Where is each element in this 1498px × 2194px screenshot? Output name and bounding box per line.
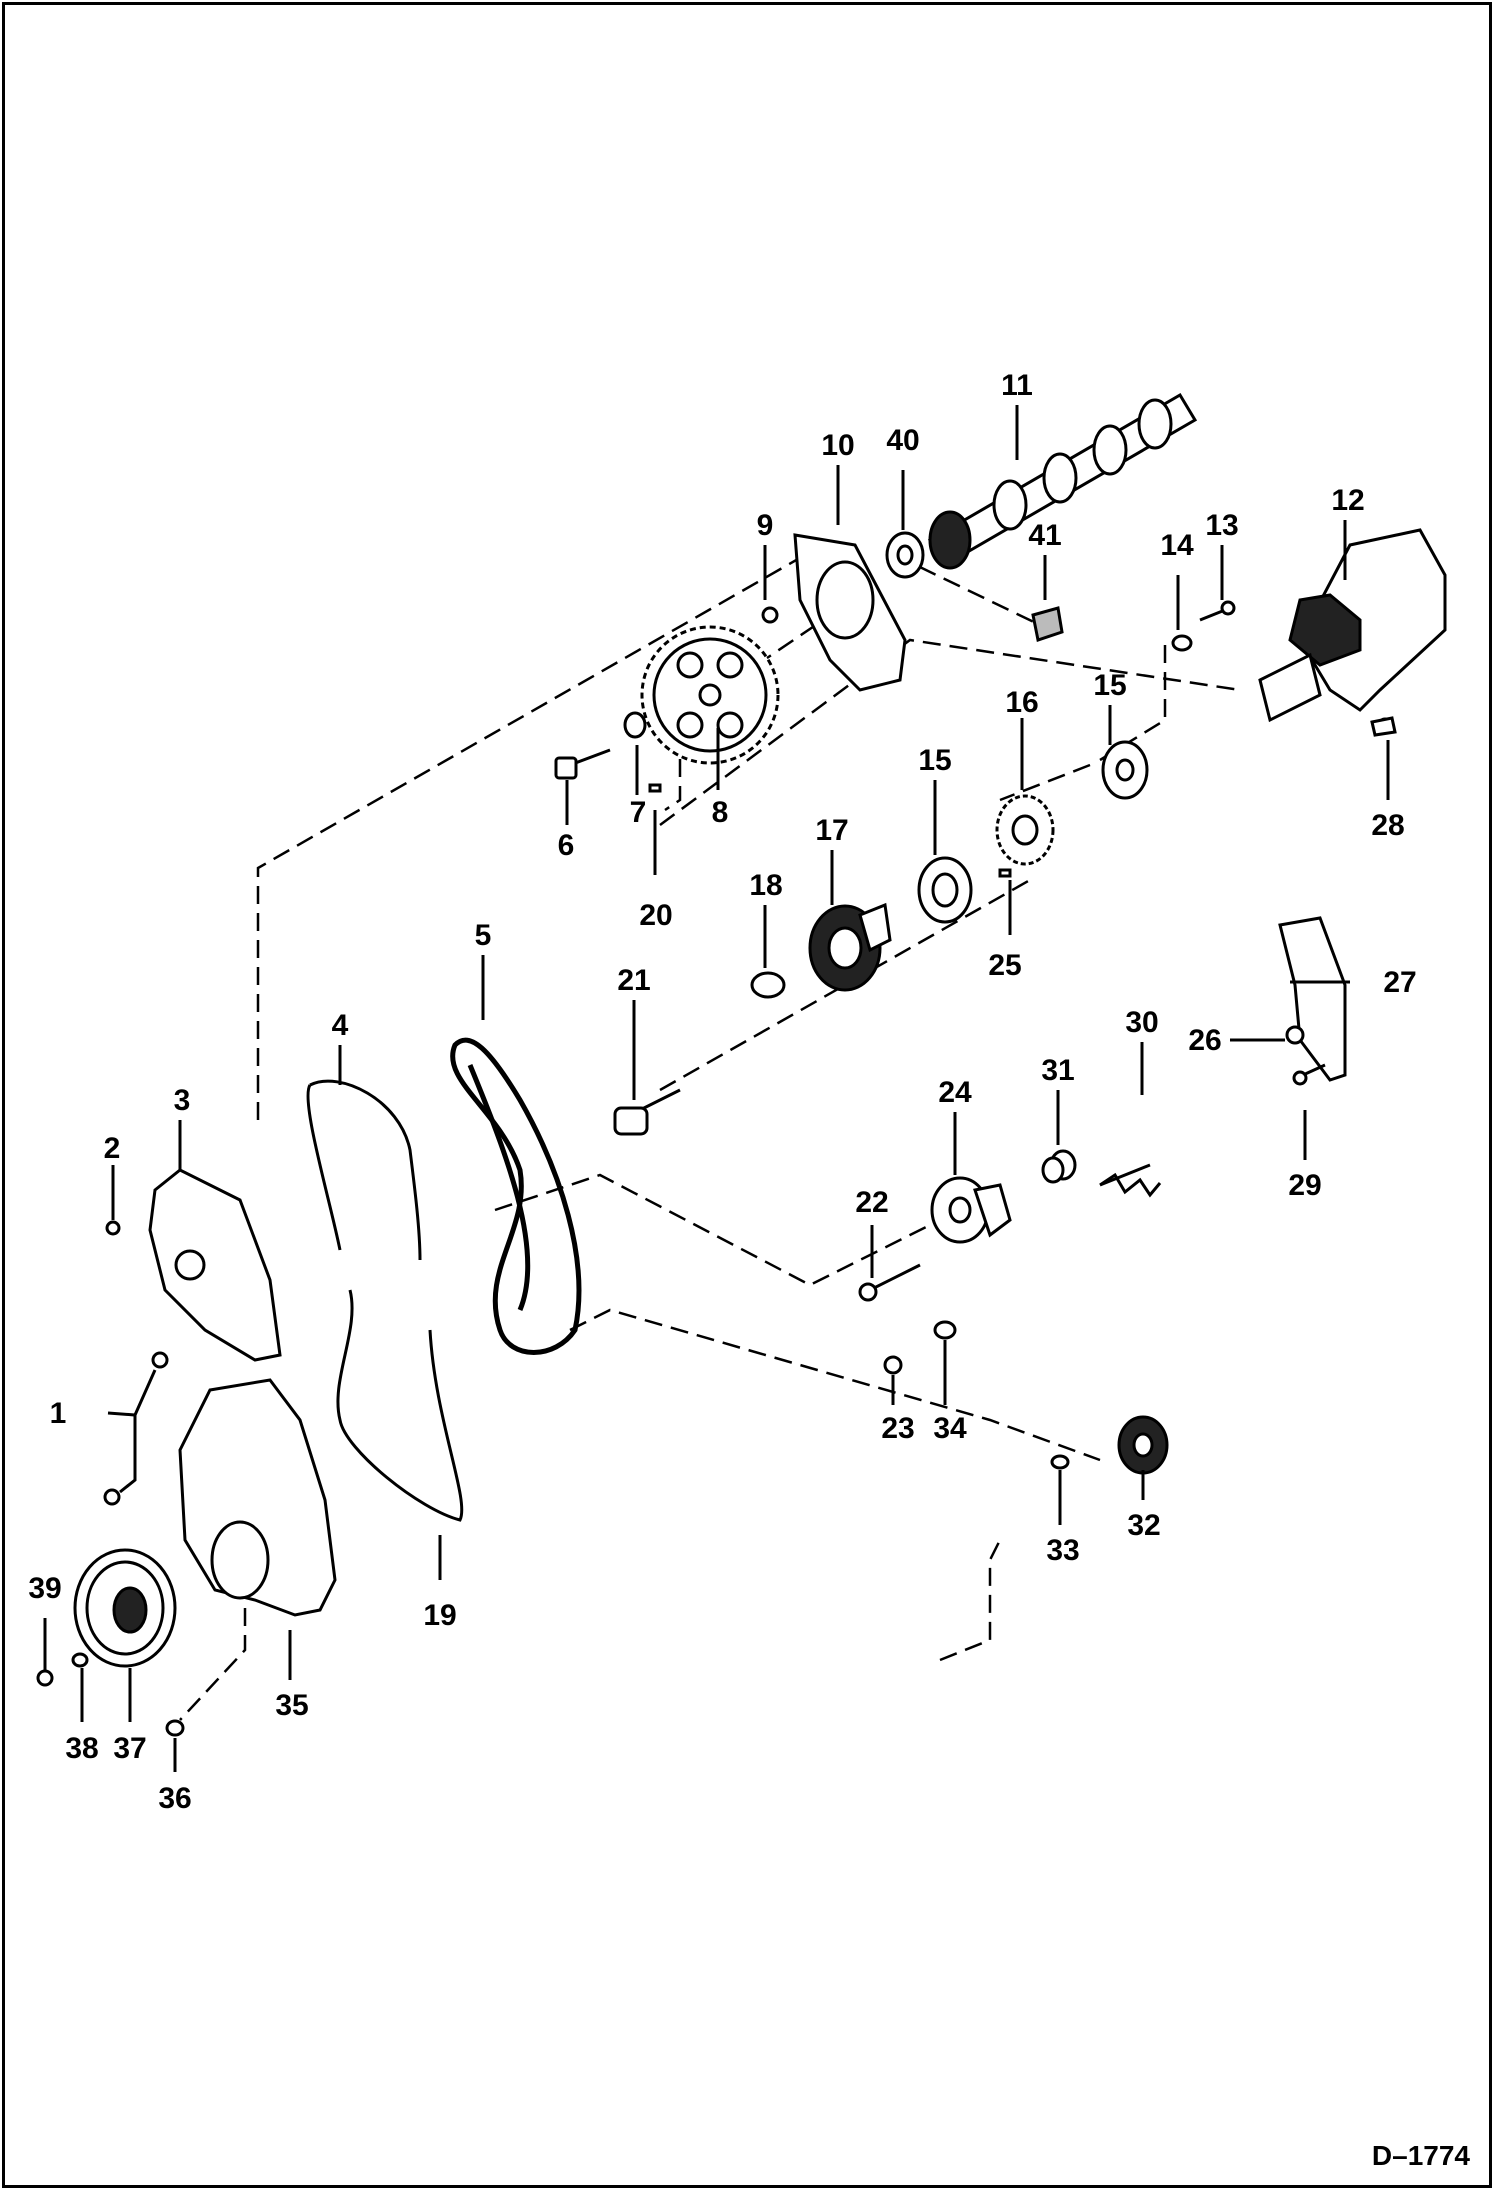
washer-18 xyxy=(750,971,786,999)
spacer-31 xyxy=(1041,1149,1077,1184)
camshaft-housing xyxy=(793,533,907,692)
callout-29: 29 xyxy=(1288,1169,1321,1202)
callout-14: 14 xyxy=(1160,529,1194,562)
callout-24: 24 xyxy=(938,1076,972,1109)
callout-28: 28 xyxy=(1371,809,1404,842)
crank-pulley-37 xyxy=(73,1548,177,1668)
callout-9: 9 xyxy=(757,509,774,542)
leader-lines xyxy=(43,405,1390,1772)
callout-40: 40 xyxy=(886,424,919,457)
bolt-2 xyxy=(105,1220,121,1236)
callout-31: 31 xyxy=(1041,1054,1074,1087)
callout-15-lower: 15 xyxy=(918,744,951,777)
bolt-9 xyxy=(761,606,779,624)
callout-10: 10 xyxy=(821,429,854,462)
callout-27: 27 xyxy=(1383,966,1416,999)
bolt-39 xyxy=(36,1669,54,1687)
callout-16: 16 xyxy=(1005,686,1038,719)
bolt-6 xyxy=(554,748,611,780)
callout-4: 4 xyxy=(332,1009,349,1042)
callout-25: 25 xyxy=(988,949,1021,982)
callout-34: 34 xyxy=(933,1412,967,1445)
callout-1: 1 xyxy=(50,1397,67,1430)
bolts-1 xyxy=(103,1351,169,1506)
washer-34 xyxy=(933,1320,957,1340)
bolt-26 xyxy=(1285,1025,1305,1045)
callout-12: 12 xyxy=(1331,484,1364,517)
callout-35: 35 xyxy=(275,1689,308,1722)
callout-18: 18 xyxy=(749,869,782,902)
cover-27 xyxy=(1278,916,1347,1082)
callout-41: 41 xyxy=(1028,519,1061,552)
camshaft-gear xyxy=(640,625,780,765)
callout-32: 32 xyxy=(1127,1509,1160,1542)
gear-32 xyxy=(1117,1415,1169,1475)
callout-21: 21 xyxy=(617,964,650,997)
washer-40 xyxy=(885,531,925,579)
callout-8: 8 xyxy=(712,796,729,829)
plug-36 xyxy=(165,1719,185,1737)
callout-22: 22 xyxy=(855,1186,888,1219)
callout-23: 23 xyxy=(881,1412,914,1445)
nut-33 xyxy=(1050,1454,1070,1470)
callout-26: 26 xyxy=(1188,1024,1221,1057)
callout-11: 11 xyxy=(1001,369,1033,402)
washer-14 xyxy=(1171,634,1193,652)
callout-3: 3 xyxy=(174,1084,191,1117)
callout-39: 39 xyxy=(28,1572,61,1605)
key-28 xyxy=(1370,716,1397,737)
figure-id: D–1774 xyxy=(1372,2140,1471,2171)
gasket-4 xyxy=(306,1079,464,1522)
callout-37: 37 xyxy=(113,1732,146,1765)
callout-6: 6 xyxy=(558,829,575,862)
callout-5: 5 xyxy=(475,919,492,952)
bolt-21 xyxy=(613,1088,681,1136)
bolt-13 xyxy=(1199,600,1236,622)
nut-23 xyxy=(883,1355,903,1375)
bushing-41 xyxy=(1031,606,1064,642)
washer-7 xyxy=(623,711,647,739)
callout-2: 2 xyxy=(104,1132,121,1165)
bolt-29 xyxy=(1292,1063,1326,1086)
key-25 xyxy=(998,868,1012,878)
callout-15-upper: 15 xyxy=(1093,669,1126,702)
crankshaft-gear xyxy=(995,794,1055,866)
callout-33: 33 xyxy=(1046,1534,1079,1567)
pulley-17 xyxy=(808,902,892,992)
callout-38: 38 xyxy=(65,1732,98,1765)
callout-labels: 1 2 3 4 5 6 7 8 9 10 11 12 13 14 15 15 1… xyxy=(28,369,1416,1815)
callout-36: 36 xyxy=(158,1782,191,1815)
lower-cover-35 xyxy=(178,1378,337,1617)
callout-17: 17 xyxy=(815,814,848,847)
camshaft xyxy=(927,392,1198,570)
upper-cover-3 xyxy=(148,1168,282,1362)
timing-belt xyxy=(450,1037,582,1355)
callout-30: 30 xyxy=(1125,1006,1158,1039)
crankshaft xyxy=(1258,528,1447,733)
thrust-washer-lower xyxy=(917,856,973,924)
spring-30 xyxy=(1099,1163,1162,1198)
callout-13: 13 xyxy=(1205,509,1238,542)
thrust-washer-upper xyxy=(1101,740,1149,800)
key-20 xyxy=(648,783,662,793)
washer-38 xyxy=(71,1652,89,1668)
bolt-22 xyxy=(858,1263,921,1302)
callout-19: 19 xyxy=(423,1599,456,1632)
tensioner-24 xyxy=(930,1176,1012,1244)
callout-20: 20 xyxy=(639,899,672,932)
callout-7: 7 xyxy=(630,796,647,829)
